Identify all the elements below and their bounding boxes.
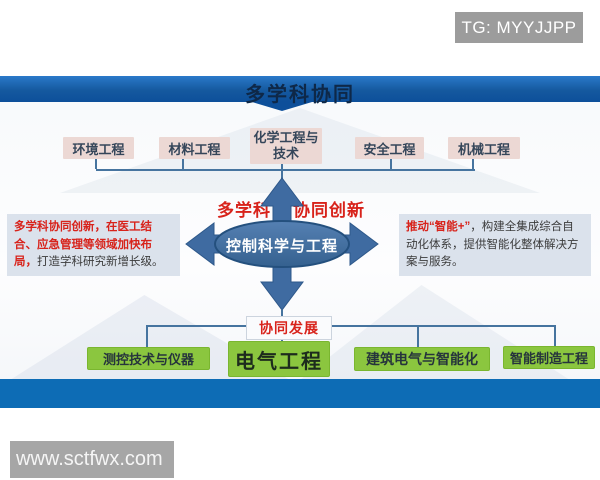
node-environmental-engineering: 环境工程 (63, 137, 134, 159)
bottom-band (0, 379, 600, 408)
top-connector-drop (472, 159, 474, 169)
page-title: 多学科协同 (245, 84, 355, 106)
top-connector-drop (281, 164, 283, 179)
node-materials-engineering: 材料工程 (159, 137, 230, 159)
bottom-connector-drop (417, 325, 419, 348)
bottom-connector-drop (281, 338, 283, 343)
top-connector-drop (390, 159, 392, 169)
node-mechanical-engineering: 机械工程 (448, 137, 520, 159)
left-note-box: 多学科协同创新，在医工结合、应急管理等领域加快布局，打造学科研究新增长级。 (7, 214, 180, 276)
node-label: 机械工程 (457, 141, 510, 157)
bottom-connector-horizontal (146, 325, 556, 327)
annotation-collaborative-innovation: 协同创新 (293, 201, 365, 220)
node-label: 测控技术与仪器 (102, 352, 194, 367)
cross-arrows-graphic (185, 177, 379, 311)
node-label: 智能制造工程 (509, 351, 588, 366)
node-label: 建筑电气与智能化 (366, 351, 478, 367)
node-label: 电气工程 (235, 350, 323, 373)
node-label: 化学工程与技术 (253, 130, 319, 161)
node-measurement-control-instruments: 测控技术与仪器 (87, 347, 210, 370)
watermark: www.sctfwx.com (10, 441, 174, 478)
annotation-multidiscipline: 多学科 (217, 201, 271, 220)
right-note-rest: ，构建全集成综合自动化体系，提供智能化整体解决方案与服务。 (406, 221, 579, 268)
node-building-electrical-intelligence: 建筑电气与智能化 (354, 347, 490, 371)
node-control-science: 控制科学与工程 (225, 238, 338, 255)
right-note-box: 推动“智能+”，构建全集成综合自动化体系，提供智能化整体解决方案与服务。 (399, 214, 591, 276)
top-connector-horizontal (96, 169, 475, 171)
node-label: 协同发展 (259, 320, 319, 336)
bottom-connector-drop (554, 325, 556, 347)
top-right-badge: TG: MYYJJPP (455, 12, 583, 43)
node-safety-engineering: 安全工程 (355, 137, 424, 159)
node-chemical-engineering: 化学工程与技术 (250, 128, 322, 164)
center-ellipse (214, 220, 350, 268)
badge-text: TG: MYYJJPP (461, 17, 577, 37)
node-collaborative-development: 协同发展 (246, 316, 332, 340)
left-note-highlight: 多学科协同创新，在医工结合、应急管理等领域加快布局， (14, 221, 152, 268)
bottom-connector-drop (281, 310, 283, 318)
node-label: 材料工程 (168, 141, 221, 157)
node-electrical-engineering: 电气工程 (228, 341, 330, 377)
watermark-text: www.sctfwx.com (16, 448, 163, 470)
title-banner (0, 76, 600, 102)
right-note-highlight: 推动“智能+” (406, 221, 471, 233)
node-label: 安全工程 (363, 141, 416, 157)
top-connector-drop (182, 159, 184, 169)
node-label: 环境工程 (72, 141, 125, 157)
top-connector-drop (95, 159, 97, 169)
node-intelligent-manufacturing: 智能制造工程 (503, 346, 595, 369)
left-note-rest: 打造学科研究新增长级。 (37, 256, 164, 268)
banner-notch (252, 102, 312, 111)
bottom-connector-drop (146, 325, 148, 347)
